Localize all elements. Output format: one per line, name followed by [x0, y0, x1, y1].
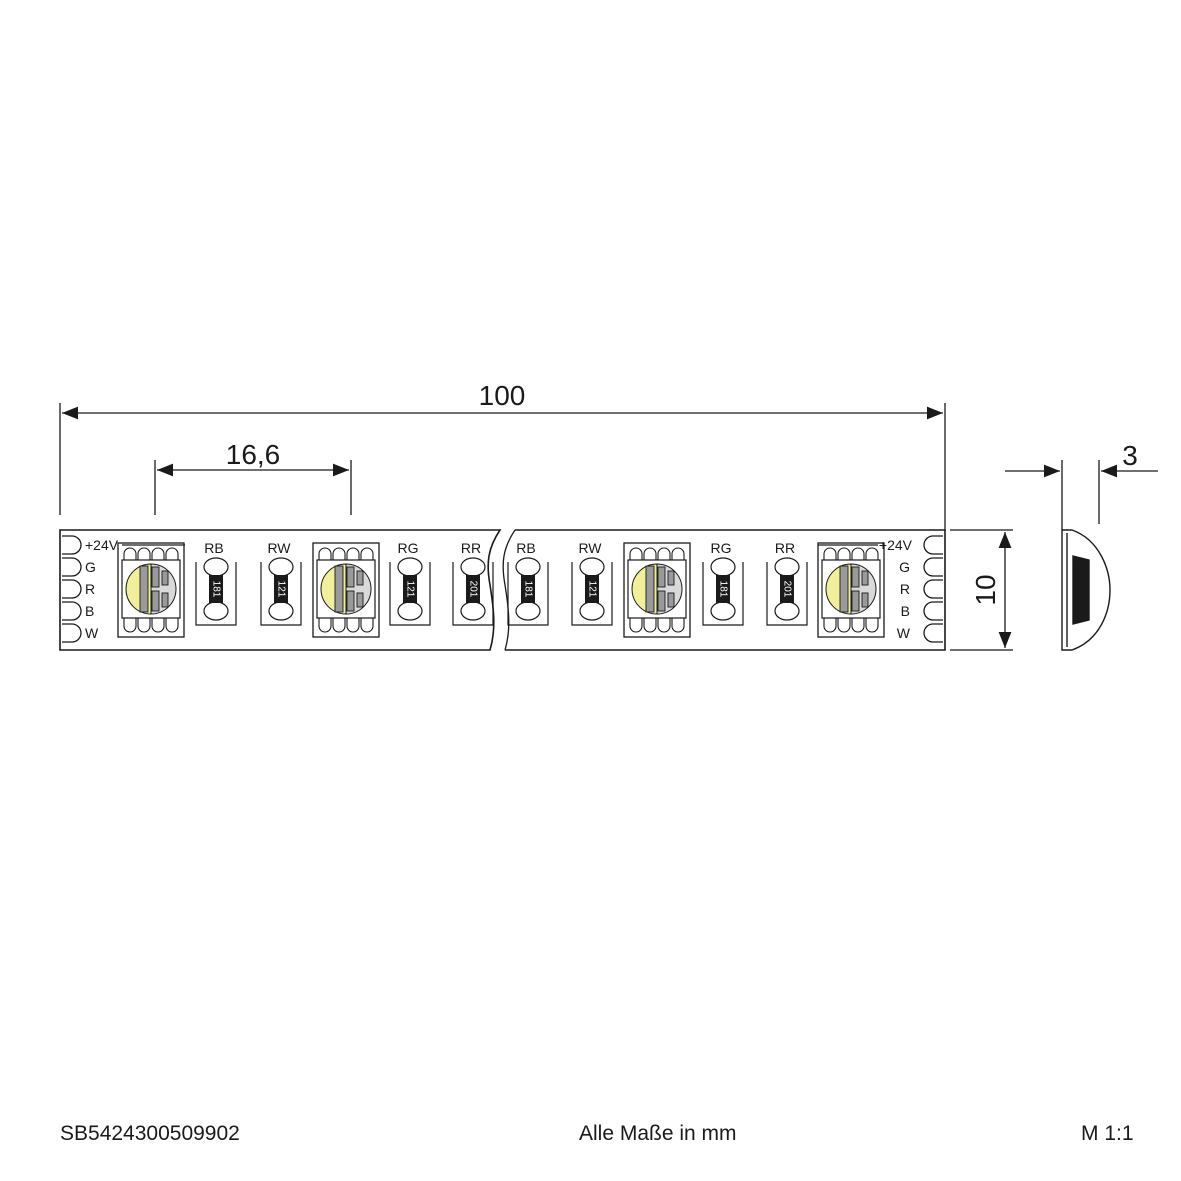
- resistor: 181 RG: [702, 540, 744, 626]
- resistor-label: RW: [267, 540, 291, 556]
- dimension-overall-length: [59, 403, 946, 530]
- scale-label: M 1:1: [1081, 1122, 1134, 1145]
- pin-label: B: [85, 603, 94, 619]
- pin-label: +24V: [879, 537, 913, 553]
- led-chip: [817, 542, 885, 638]
- right-pin-labels: +24V G R B W: [879, 537, 913, 641]
- strip-right-segment: [505, 529, 946, 651]
- pin-label: W: [897, 625, 911, 641]
- pin-label: G: [85, 559, 96, 575]
- resistor: 121 RG: [389, 540, 431, 626]
- dimension-3-label: 3: [1122, 440, 1138, 471]
- dimension-100-label: 100: [479, 380, 526, 411]
- left-pin-labels: +24V G R B W: [85, 537, 119, 641]
- article-number: SB5424300509902: [60, 1122, 240, 1145]
- units-note: Alle Maße in mm: [579, 1122, 737, 1145]
- right-solder-pads: [923, 535, 943, 643]
- resistor-label: RW: [578, 540, 602, 556]
- break-line-inner: [502, 529, 516, 651]
- pin-label: R: [900, 581, 910, 597]
- resistor: 201 RR: [452, 540, 494, 626]
- resistor-code: 181: [717, 581, 728, 598]
- resistors: 181 RB 121 RW 121 RG 201 RR 181 RB 121 RW 181 RG 201 RR: [195, 540, 808, 626]
- resistor: 201 RR: [766, 540, 808, 626]
- pin-label: B: [901, 603, 910, 619]
- left-solder-pads: [62, 535, 82, 643]
- resistor: 121 RW: [571, 540, 613, 626]
- resistor-code: 181: [522, 581, 533, 598]
- pin-label: G: [899, 559, 910, 575]
- dimension-16-6-label: 16,6: [226, 439, 281, 470]
- resistor: 181 RB: [507, 540, 549, 626]
- side-profile: [1005, 460, 1158, 651]
- led-chip: [312, 542, 380, 638]
- resistor-label: RR: [775, 540, 795, 556]
- pin-label: +24V: [85, 537, 119, 553]
- led-chip: [117, 542, 185, 638]
- pin-label: R: [85, 581, 95, 597]
- resistor-label: RG: [398, 540, 419, 556]
- led-chips: [117, 542, 885, 638]
- resistor: 121 RW: [260, 540, 302, 626]
- resistor-label: RG: [711, 540, 732, 556]
- resistor-label: RB: [204, 540, 223, 556]
- resistor-code: 121: [404, 581, 415, 598]
- resistor: 181 RB: [195, 540, 237, 626]
- resistor-code: 201: [781, 581, 792, 598]
- resistor-code: 201: [467, 581, 478, 598]
- resistor-code: 181: [210, 581, 221, 598]
- dimension-width: [950, 529, 1013, 651]
- pin-label: W: [85, 625, 99, 641]
- resistor-code: 121: [275, 581, 286, 598]
- strip-left-segment: [59, 529, 502, 651]
- resistor-label: RR: [461, 540, 481, 556]
- led-chip: [623, 542, 691, 638]
- dimension-pitch: [154, 460, 352, 515]
- dimension-10-label: 10: [970, 574, 1001, 605]
- resistor-label: RB: [516, 540, 535, 556]
- resistor-code: 121: [586, 581, 597, 598]
